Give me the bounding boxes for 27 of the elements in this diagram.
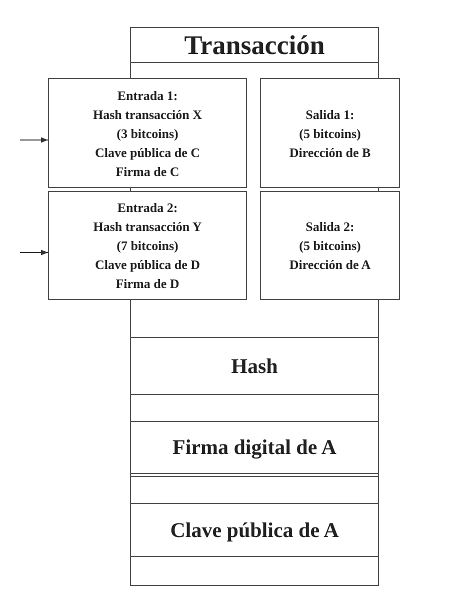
box-text: Entrada 1: [117, 86, 178, 104]
box-text: Firma digital de A [172, 438, 336, 457]
box-text: (5 bitcoins) [299, 124, 361, 142]
output-box [260, 191, 400, 300]
box-text: Salida 1: [306, 106, 354, 124]
box-text: Hash [231, 356, 278, 376]
box-text: Hash transacción Y [93, 218, 202, 236]
box-text: (5 bitcoins) [299, 237, 361, 255]
output-box [260, 78, 400, 188]
box-text: (7 bitcoins) [116, 237, 178, 255]
box-text: Firma de D [116, 275, 180, 293]
arrow [20, 250, 48, 256]
arrow [20, 137, 48, 143]
box-text: Entrada 2: [117, 199, 178, 217]
box-text: Firma de C [116, 162, 180, 180]
box-text: Dirección de B [289, 144, 371, 162]
box-text: (3 bitcoins) [116, 124, 178, 142]
box-text: Hash transacción X [92, 106, 202, 124]
box-text: Clave pública de A [170, 520, 339, 540]
heading-text: Transacción [131, 28, 378, 63]
box-text: Clave pública de D [94, 256, 200, 274]
input-box [48, 78, 247, 188]
box-text: Salida 2: [306, 218, 354, 236]
box-text: Dirección de A [289, 256, 371, 274]
box-text: Clave pública de C [94, 144, 200, 162]
field-box [130, 421, 379, 474]
input-box [48, 191, 247, 300]
